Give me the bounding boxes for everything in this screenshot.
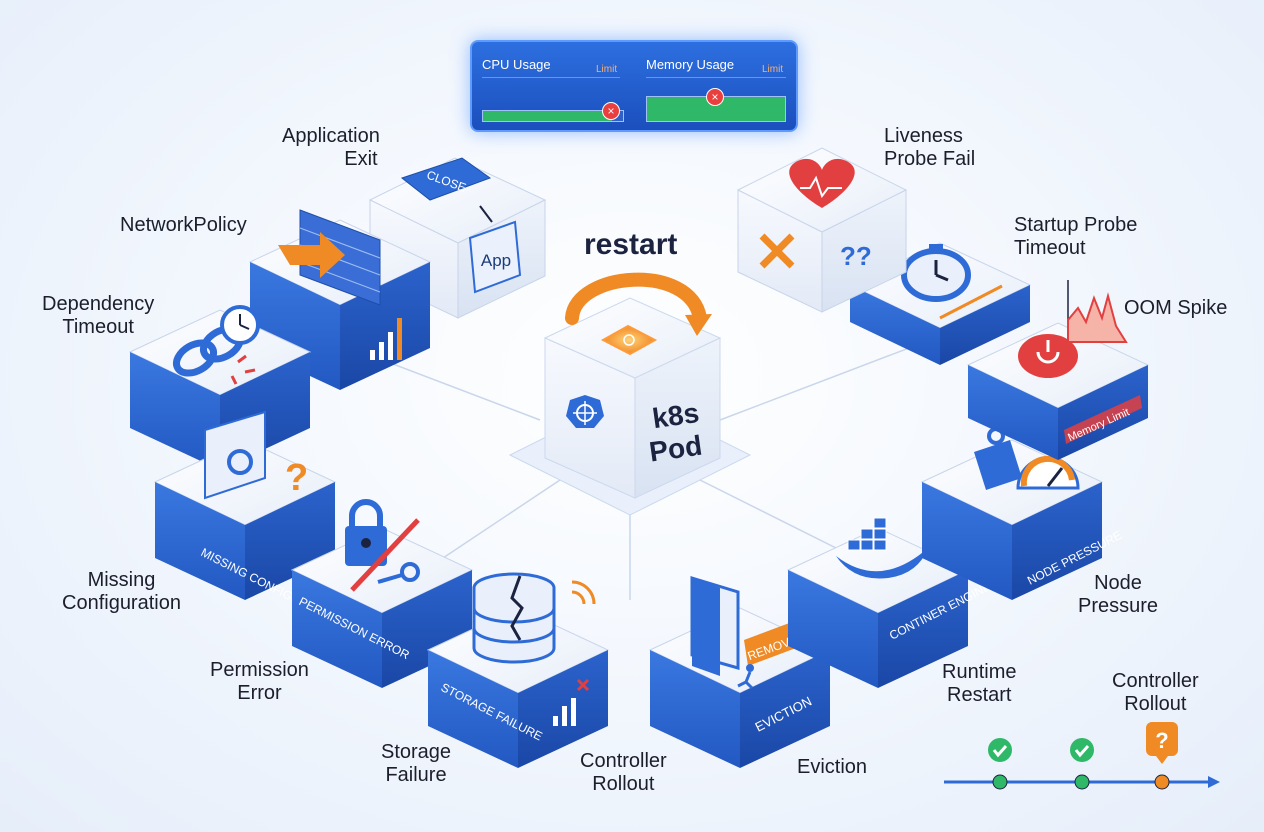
- label-line: Controller: [1112, 670, 1199, 692]
- cube-oom-spike: Memory Limit: [966, 280, 1150, 460]
- power-off-icon: [1018, 334, 1078, 378]
- label-line: Rollout: [592, 773, 655, 795]
- bug-chip-icon: [600, 324, 658, 356]
- memory-spike-chart: [1067, 280, 1128, 343]
- label-line: Error: [237, 682, 282, 704]
- firewall-icon: [278, 209, 381, 306]
- label-oom-spike: OOM Spike: [1124, 297, 1227, 320]
- rollout-step-unknown: ?: [1155, 728, 1168, 753]
- label-line: Rollout: [1124, 693, 1187, 715]
- label-line: Runtime: [942, 661, 1017, 683]
- broken-heart-icon: ??: [759, 158, 872, 271]
- memory-limit-line: [646, 77, 786, 78]
- label-line: Dependency: [42, 293, 155, 315]
- cpu-limit-label: Limit: [596, 64, 618, 75]
- check-icon: [1070, 738, 1094, 762]
- label-line: Configuration: [62, 592, 181, 614]
- signal-bars-failed-icon: [553, 678, 590, 726]
- label-storage-failure: Storage Failure: [381, 741, 451, 787]
- question-mark: ?: [285, 457, 308, 499]
- label-line: Restart: [947, 684, 1012, 706]
- cube-storage-failure: STORAGE FAILURE: [426, 572, 610, 768]
- label-line: NetworkPolicy: [120, 214, 247, 236]
- circular-arrow-icon: [565, 272, 712, 336]
- label-dependency-timeout: Dependency Timeout: [42, 293, 154, 339]
- label-node-pressure: Node Pressure: [1078, 572, 1158, 618]
- lock-key-icon: [345, 499, 420, 592]
- question-marks: ??: [840, 241, 872, 271]
- cube-networkpolicy: [248, 209, 432, 390]
- cube-node-pressure: NODE PRESSURE: [920, 427, 1124, 600]
- label-line: Exit: [344, 148, 378, 170]
- cube-missing-configuration: ? MISSING CONFIGURATION: [153, 410, 342, 627]
- cube-permission-error: PERMISSION ERROR: [290, 499, 474, 688]
- label-startup-probe-timeout: Startup Probe Timeout: [1014, 214, 1137, 260]
- pod-text-line1: k8s: [650, 397, 701, 434]
- label-line: Node: [1094, 572, 1142, 594]
- label-line: Eviction: [797, 756, 868, 778]
- cpu-usage-bar: [482, 110, 624, 122]
- memory-usage-label: Memory Usage: [646, 57, 735, 72]
- question-icon: ?: [1146, 722, 1178, 764]
- label-line: Failure: [385, 764, 447, 786]
- label-line: Application: [282, 125, 380, 147]
- folder-gear-question-icon: ?: [204, 410, 308, 500]
- label-line: Permission: [210, 659, 309, 681]
- broken-chain-clock-icon: [173, 305, 260, 385]
- close-app-icon: CLOSE App: [400, 157, 522, 294]
- rollout-timeline: ?: [944, 722, 1220, 790]
- label-line: Storage: [381, 741, 452, 763]
- cube-liveness-probe-fail: ??: [736, 147, 908, 313]
- label-controller-rollout-timeline: Controller Rollout: [1112, 670, 1199, 716]
- label-line: Timeout: [62, 316, 134, 338]
- label-networkpolicy: NetworkPolicy: [120, 214, 247, 237]
- label-line: OOM Spike: [1124, 297, 1228, 319]
- stopwatch-icon: [901, 244, 1003, 320]
- label-application-exit: Application Exit: [282, 125, 380, 171]
- weight-gauge-icon: [974, 427, 1080, 490]
- cpu-usage-label: CPU Usage: [482, 57, 551, 72]
- label-liveness-probe-fail: Liveness Probe Fail: [884, 125, 975, 171]
- restart-title: restart: [584, 228, 678, 261]
- kubernetes-wheel-icon: [566, 395, 604, 428]
- label-line: Timeout: [1014, 237, 1086, 259]
- app-window-text: App: [481, 251, 511, 270]
- label-line: Pressure: [1078, 595, 1159, 617]
- label-missing-configuration: Missing Configuration: [62, 569, 181, 615]
- check-icon: [988, 738, 1012, 762]
- label-line: Controller: [580, 750, 667, 772]
- label-runtime-restart: Runtime Restart: [942, 661, 1016, 707]
- pod-text-line2: Pod: [647, 430, 704, 468]
- label-line: Missing: [87, 569, 156, 591]
- cpu-usage-fill: [483, 111, 612, 121]
- label-line: Startup Probe: [1014, 214, 1138, 236]
- memory-over-limit-icon: ×: [706, 88, 724, 106]
- cpu-limit-line: [482, 77, 620, 78]
- label-eviction: Eviction: [797, 756, 867, 779]
- k8s-pod-cube: k8s Pod: [508, 297, 752, 516]
- signal-bars-icon: [370, 318, 402, 360]
- label-line: Probe Fail: [884, 148, 976, 170]
- label-line: Liveness: [884, 125, 963, 147]
- label-controller-rollout-bottom: Controller Rollout: [580, 750, 667, 796]
- cracked-database-icon: [472, 572, 596, 664]
- cpu-over-limit-icon: ×: [602, 102, 620, 120]
- resource-usage-panel: CPU Usage Limit × Memory Usage Limit ×: [470, 40, 798, 132]
- memory-limit-label: Limit: [762, 64, 784, 75]
- container-whale-icon: [836, 517, 928, 579]
- label-permission-error: Permission Error: [210, 659, 309, 705]
